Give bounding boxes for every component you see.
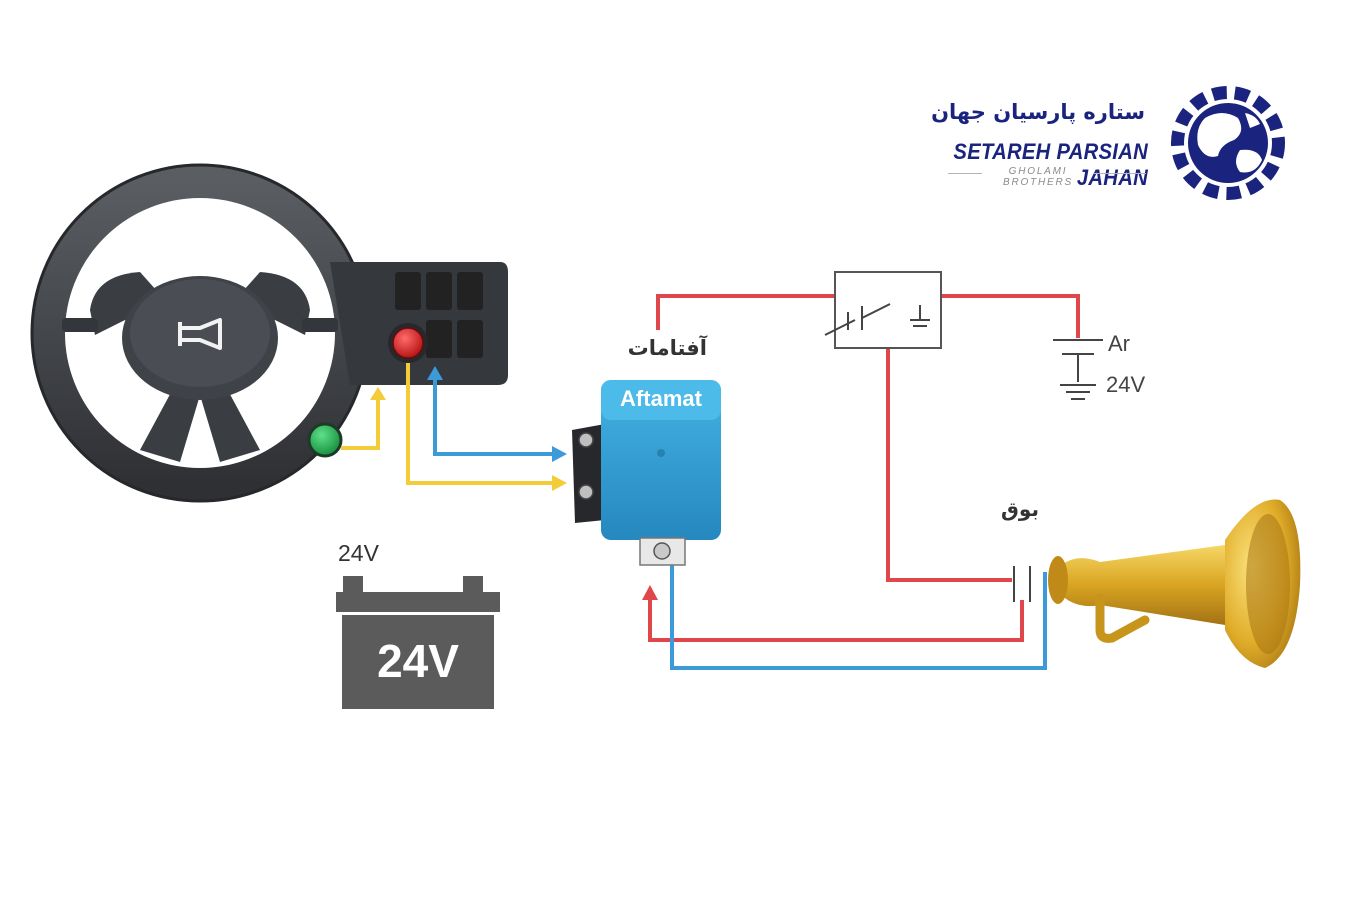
- logo-name-en: SETAREH PARSIAN JAHAN: [953, 139, 1148, 190]
- wire-red-to-horn: [886, 348, 1012, 582]
- supply-voltage-label: 24V: [1106, 372, 1146, 397]
- wire-red-supply-right: [940, 294, 1080, 338]
- logo-tagline: GHOLAMI BROTHERS: [1003, 166, 1073, 188]
- wire-red-supply: [656, 294, 835, 330]
- horn-label-fa: بوق: [1001, 497, 1039, 521]
- battery-24v: [336, 576, 500, 709]
- battery-body-label: 24V: [377, 635, 459, 687]
- wire-blue-return: [670, 565, 1047, 670]
- logo-divider-left: [948, 173, 982, 174]
- switch-panel: [330, 262, 508, 385]
- aftamat-module: [572, 380, 721, 566]
- wire-blue-to-switch: [433, 378, 555, 456]
- supply-box: [824, 271, 942, 349]
- supply-label: Ar: [1108, 331, 1130, 356]
- steering-wheel: [30, 163, 370, 503]
- wire-yellow-red-button: [406, 363, 555, 485]
- supply-battery-symbol: [1053, 339, 1103, 400]
- wire-red-return: [648, 598, 1024, 642]
- arrow-red-up: [642, 585, 658, 600]
- logo-divider-right: [1094, 173, 1146, 174]
- arrow-yellow-up: [370, 387, 386, 400]
- horn-symbol-icon: [178, 318, 222, 350]
- horn: [1048, 499, 1301, 668]
- horn-button-green[interactable]: [307, 422, 343, 458]
- logo-gear-globe-icon: [1171, 86, 1285, 200]
- arrow-yellow-right: [552, 475, 567, 491]
- wire-yellow-green-button: [341, 398, 380, 450]
- arrow-blue-right: [552, 446, 567, 462]
- arrow-blue-up: [427, 366, 443, 380]
- aftamat-label-fa: آفتامات: [627, 336, 707, 360]
- horn-terminal-symbol: [1013, 566, 1031, 602]
- battery-top-label: 24V: [338, 540, 379, 566]
- horn-button-red[interactable]: [392, 327, 424, 359]
- aftamat-device-label: Aftamat: [620, 386, 702, 411]
- logo-name-fa: ستاره پارسیان جهان: [931, 100, 1145, 124]
